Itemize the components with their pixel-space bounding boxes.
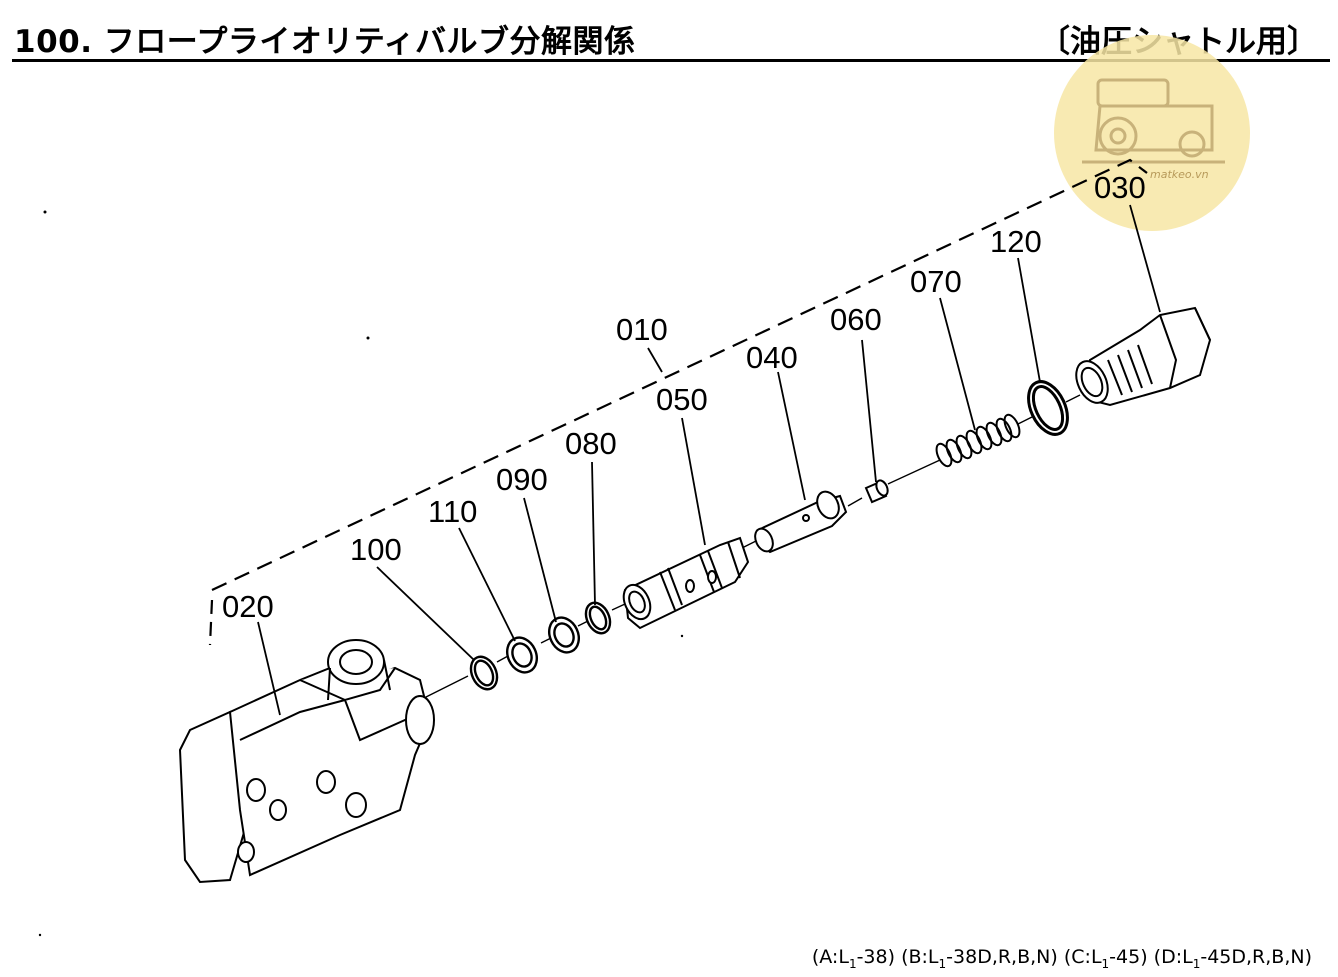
model-c-sub: 1 [1101,956,1110,971]
part-label-030: 030 [1094,170,1146,205]
model-c-post: -45) [1109,946,1148,968]
part-040-spool [754,490,848,554]
part-label-120: 120 [990,224,1042,259]
part-110-backup-ring [506,636,538,674]
watermark-circle [1054,35,1250,231]
center-axis-line [419,394,1081,701]
watermark-text: matkeo.vn [1150,168,1209,181]
watermark-logo: matkeo.vn [1054,35,1250,231]
leader-lines [257,204,1161,716]
part-label-010: 010 [616,312,668,347]
stray-dots [38,210,684,937]
assembly-frame-line [208,158,1148,646]
part-label-080: 080 [565,426,617,461]
model-a-sub: 1 [848,956,857,971]
part-070-spring [935,413,1021,468]
part-label-060: 060 [830,302,882,337]
part-label-050: 050 [656,382,708,417]
title-rule [12,59,1330,62]
model-d-sub: 1 [1192,956,1201,971]
part-060-cap [864,479,889,504]
model-applicability-note: (A:L1-38) (B:L1-38D,R,B,N) (C:L1-45) (D:… [812,946,1312,971]
part-label-100: 100 [350,532,402,567]
model-a-pre: (A:L [811,946,849,968]
part-080-o-ring [584,601,612,635]
part-120-o-ring [1027,380,1069,436]
part-label-070: 070 [910,264,962,299]
part-050-sleeve [622,536,750,630]
part-030-plug [1075,306,1212,407]
page-title: 100. フロープライオリティバルブ分解関係 [14,24,636,60]
part-label-040: 040 [746,340,798,375]
part-100-o-ring [469,655,499,691]
model-b-pre: (B:L [901,946,939,968]
model-c-pre: (C:L [1063,946,1102,968]
part-label-110: 110 [428,494,477,529]
tractor-icon [1082,78,1225,164]
part-090-backup-ring [548,616,580,654]
model-b-sub: 1 [938,956,947,971]
model-b-post: -38D,R,B,N) [946,946,1058,968]
model-d-pre: (D:L [1153,946,1193,968]
part-label-090: 090 [496,462,548,497]
model-a-post: -38) [856,946,896,968]
part-020-valve-body [178,639,435,884]
part-label-020: 020 [222,589,274,624]
model-d-post: -45D,R,B,N) [1200,946,1312,968]
